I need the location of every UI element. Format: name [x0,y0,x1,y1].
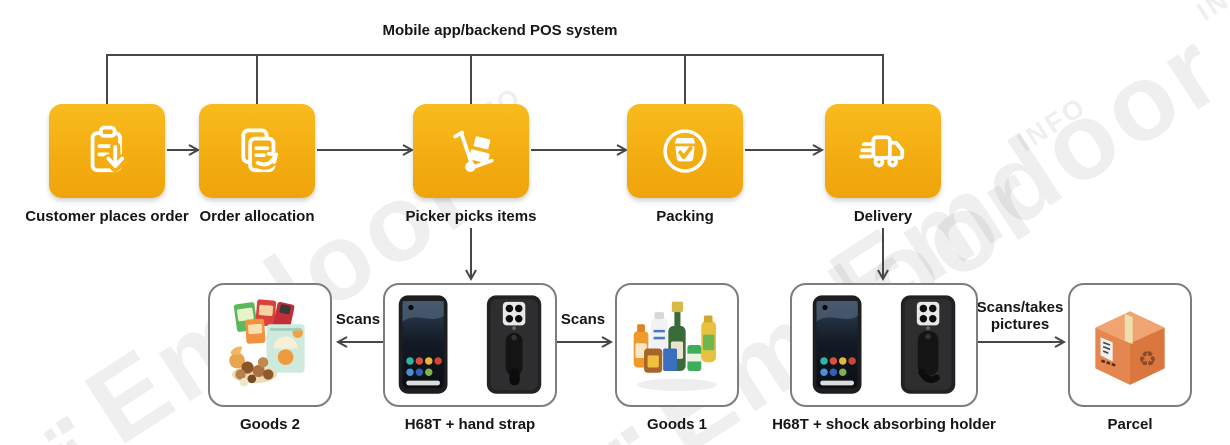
phone-front [812,295,862,394]
step-tile [49,104,165,198]
step-label: Delivery [853,208,913,225]
step-tile [413,104,529,198]
step-label: Packing [656,208,714,225]
beverage-goods-photo [633,301,717,391]
phone-front [398,295,448,394]
delivery-truck-icon [859,135,905,168]
clipboard-down-arrow-icon [90,125,128,173]
box-check-icon [663,129,707,173]
step-tile [825,104,941,198]
step-tile [627,104,743,198]
step-label: Picker picks items [405,208,537,225]
flow-label-scans-right: Scans [560,311,606,328]
step-label: Order allocation [199,208,315,225]
card-h68t-hand-strap: H68T + hand strap [383,283,557,433]
flow-label-scans-takes-pictures: Scans/takes pictures [976,299,1064,333]
step-delivery: Delivery [825,104,941,225]
step-order-allocation: Order allocation [199,104,315,225]
step-packing: Packing [627,104,743,225]
card-h68t-shock-absorbing-holder: H68T + shock absorbing holder [772,283,996,433]
card-label: Goods 1 [646,416,707,433]
phone-back-with-holder [900,295,956,394]
documents-forward-icon [241,128,281,173]
rugged-phone-front-back-holder-photo [812,295,956,394]
rugged-phone-front-back-hand-strap-photo [398,295,542,394]
phone-back-with-strap [486,295,542,394]
card-label: Parcel [1107,416,1153,433]
svg-text:♻: ♻ [1138,347,1157,371]
card-parcel: ♻ Parcel [1068,283,1192,433]
card-goods-1: Goods 1 [615,283,739,433]
step-picker-picks-items: Picker picks items [406,104,536,225]
step-customer-places-order: Customer places order [25,104,189,225]
step-tile [199,104,315,198]
card-label: H68T + shock absorbing holder [772,416,996,433]
diagram-title: Mobile app/backend POS system [382,22,618,39]
hand-truck-icon [453,130,494,172]
card-label: H68T + hand strap [404,416,536,433]
card-goods-2: Goods 2 [208,283,332,433]
flow-label-scans-left: Scans [335,311,381,328]
pos-bus-line [106,54,884,104]
card-label: Goods 2 [239,416,300,433]
step-label: Customer places order [25,208,189,225]
snacks-goods-photo [229,299,305,387]
parcel-box-illustration: ♻ [1095,311,1165,385]
